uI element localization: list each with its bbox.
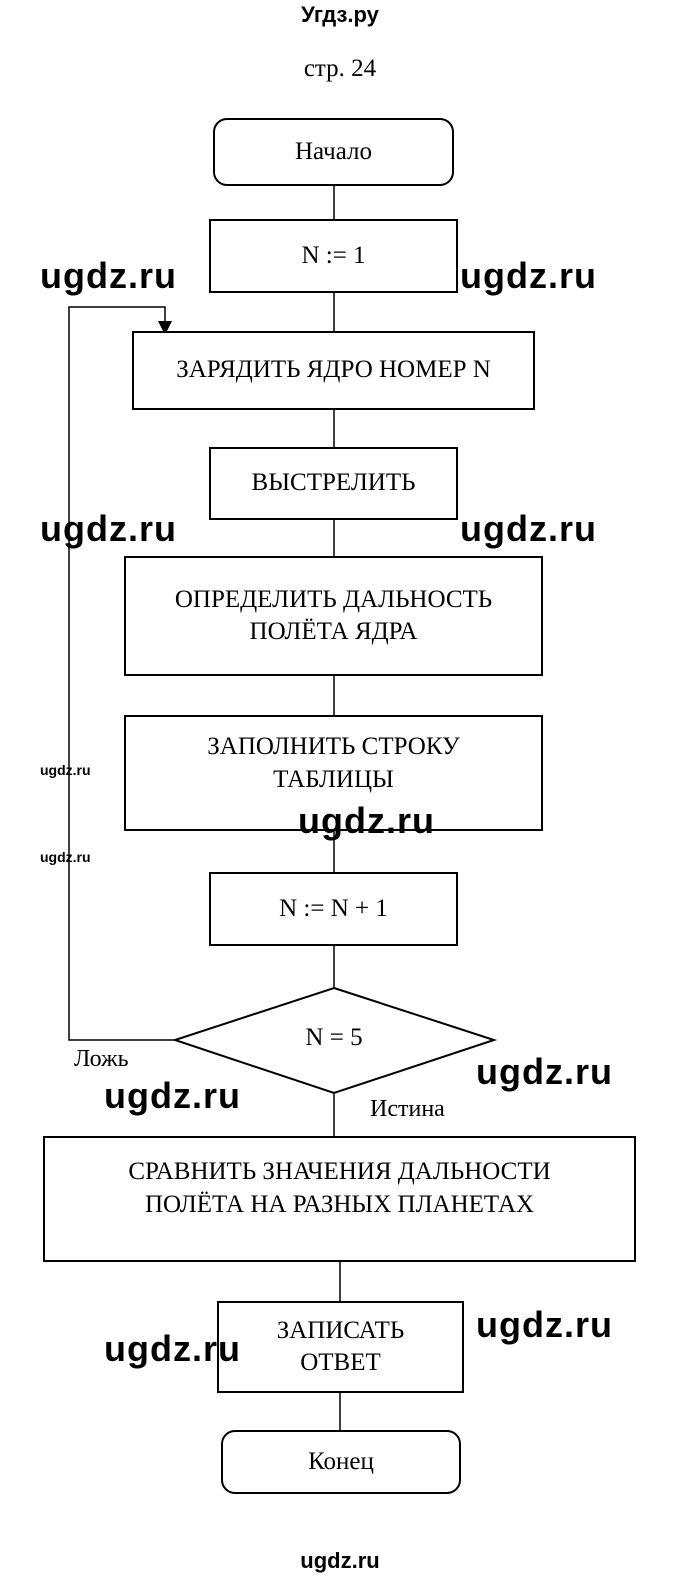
- write-label-line2: ОТВЕТ: [300, 1349, 381, 1376]
- loop-back-line: [68, 306, 175, 1041]
- increment-label: N := N + 1: [279, 894, 388, 922]
- load-node: ЗАРЯДИТЬ ЯДРО НОМЕР N: [132, 331, 535, 410]
- init-label: N := 1: [301, 241, 366, 269]
- watermark-small: ugdz.ru: [40, 762, 91, 778]
- load-label: ЗАРЯДИТЬ ЯДРО НОМЕР N: [176, 356, 491, 384]
- watermark: ugdz.ru: [460, 255, 597, 296]
- init-node: N := 1: [209, 219, 458, 293]
- condition-label: N = 5: [305, 1024, 363, 1051]
- watermark: ugdz.ru: [40, 255, 177, 296]
- false-branch-label: Ложь: [74, 1046, 129, 1072]
- start-node: Начало: [213, 118, 454, 186]
- end-label: Конец: [308, 1447, 374, 1475]
- increment-node: N := N + 1: [209, 872, 458, 946]
- fill-label-line2: ТАБЛИЦЫ: [273, 765, 394, 793]
- start-label: Начало: [294, 137, 372, 165]
- watermark: ugdz.ru: [104, 1075, 241, 1116]
- measure-node: ОПРЕДЕЛИТЬ ДАЛЬНОСТЬ ПОЛЁТА ЯДРА: [124, 556, 543, 676]
- footer-watermark: ugdz.ru: [300, 1548, 380, 1573]
- condition-diamond: [171, 986, 498, 1095]
- fire-node: ВЫСТРЕЛИТЬ: [209, 447, 458, 520]
- watermark: ugdz.ru: [298, 800, 435, 841]
- fill-label-line1: ЗАПОЛНИТЬ СТРОКУ: [207, 733, 460, 760]
- site-title: Угдз.ру: [301, 2, 379, 27]
- page-number: стр. 24: [303, 55, 377, 82]
- watermark: ugdz.ru: [104, 1328, 241, 1369]
- watermark: ugdz.ru: [476, 1051, 613, 1092]
- watermark: ugdz.ru: [460, 508, 597, 549]
- compare-label-line1: СРАВНИТЬ ЗНАЧЕНИЯ ДАЛЬНОСТИ: [128, 1158, 551, 1185]
- write-label-line1: ЗАПИСАТЬ: [276, 1316, 405, 1344]
- end-node: Конец: [221, 1430, 461, 1494]
- true-branch-label: Истина: [370, 1096, 445, 1122]
- write-node: ЗАПИСАТЬ ОТВЕТ: [217, 1301, 464, 1393]
- fill-node: ЗАПОЛНИТЬ СТРОКУ ТАБЛИЦЫ: [124, 715, 543, 831]
- measure-label-line1: ОПРЕДЕЛИТЬ ДАЛЬНОСТЬ: [174, 585, 493, 613]
- measure-label-line2: ПОЛЁТА ЯДРА: [249, 618, 418, 645]
- loop-arrowhead: [158, 321, 172, 335]
- watermark: ugdz.ru: [40, 508, 177, 549]
- compare-label-line2: ПОЛЁТА НА РАЗНЫХ ПЛАНЕТАХ: [144, 1190, 535, 1218]
- compare-node: СРАВНИТЬ ЗНАЧЕНИЯ ДАЛЬНОСТИ ПОЛЁТА НА РА…: [43, 1136, 636, 1262]
- watermark-small: ugdz.ru: [40, 849, 91, 865]
- fire-label: ВЫСТРЕЛИТЬ: [251, 469, 416, 497]
- watermark: ugdz.ru: [476, 1304, 613, 1345]
